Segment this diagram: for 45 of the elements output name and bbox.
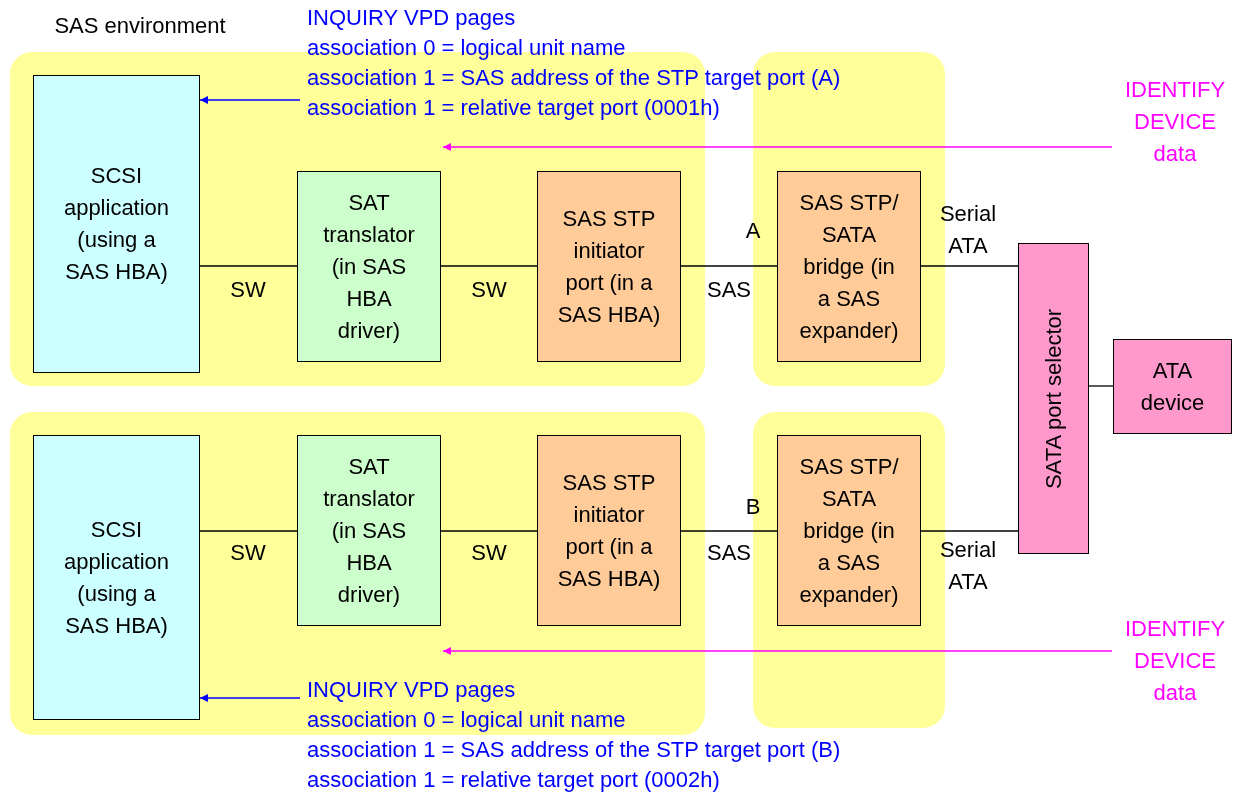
process-box: SAS STP/ SATA bridge (in a SAS expander) [777, 435, 921, 626]
connector-line [199, 265, 298, 267]
note-text: IDENTIFY DEVICE data [1123, 615, 1227, 707]
edge-label: Serial ATA [938, 200, 998, 260]
arrow [442, 647, 1113, 655]
edge-label: SAS [707, 276, 751, 304]
note-text: INQUIRY VPD pages [307, 4, 517, 32]
edge-label: SW [471, 539, 507, 567]
arrow [442, 143, 1113, 151]
edge-label: SW [471, 276, 507, 304]
process-box: SCSI application (using a SAS HBA) [33, 75, 200, 373]
connector-line [920, 265, 1019, 267]
edge-label: SW [230, 539, 266, 567]
process-box: SAT translator (in SAS HBA driver) [297, 171, 441, 362]
connector-line [199, 530, 298, 532]
process-box: SCSI application (using a SAS HBA) [33, 435, 200, 720]
note-text: association 1 = SAS address of the STP target port (A) [307, 64, 841, 92]
arrow [199, 694, 301, 702]
connector-line [920, 530, 1019, 532]
connector-line [680, 530, 778, 532]
group-title: SAS environment [54, 12, 226, 40]
connector-line [440, 530, 538, 532]
process-box: SAS STP initiator port (in a SAS HBA) [537, 435, 681, 626]
arrow [199, 96, 301, 104]
port-label: B [745, 493, 761, 521]
port-label: A [745, 217, 761, 245]
connector-line [440, 265, 538, 267]
connector-line [1088, 385, 1114, 387]
note-text: IDENTIFY DEVICE data [1123, 76, 1227, 168]
process-box: SAT translator (in SAS HBA driver) [297, 435, 441, 626]
process-box: ATA device [1113, 339, 1232, 434]
process-box: SAS STP initiator port (in a SAS HBA) [537, 171, 681, 362]
note-text: association 1 = SAS address of the STP target port (B) [307, 736, 841, 764]
connector-line [680, 265, 778, 267]
edge-label: Serial ATA [938, 536, 998, 596]
note-text: association 0 = logical unit name [307, 34, 627, 62]
note-text: association 1 = relative target port (0001h) [307, 94, 721, 122]
group-band [10, 412, 705, 735]
edge-label: SAS [707, 539, 751, 567]
note-text: INQUIRY VPD pages [307, 676, 517, 704]
note-text: association 1 = relative target port (0002h) [307, 766, 721, 794]
process-box: SAS STP/ SATA bridge (in a SAS expander) [777, 171, 921, 362]
note-text: association 0 = logical unit name [307, 706, 627, 734]
edge-label: SW [230, 276, 266, 304]
selector-box: SATA port selector [1018, 243, 1089, 554]
